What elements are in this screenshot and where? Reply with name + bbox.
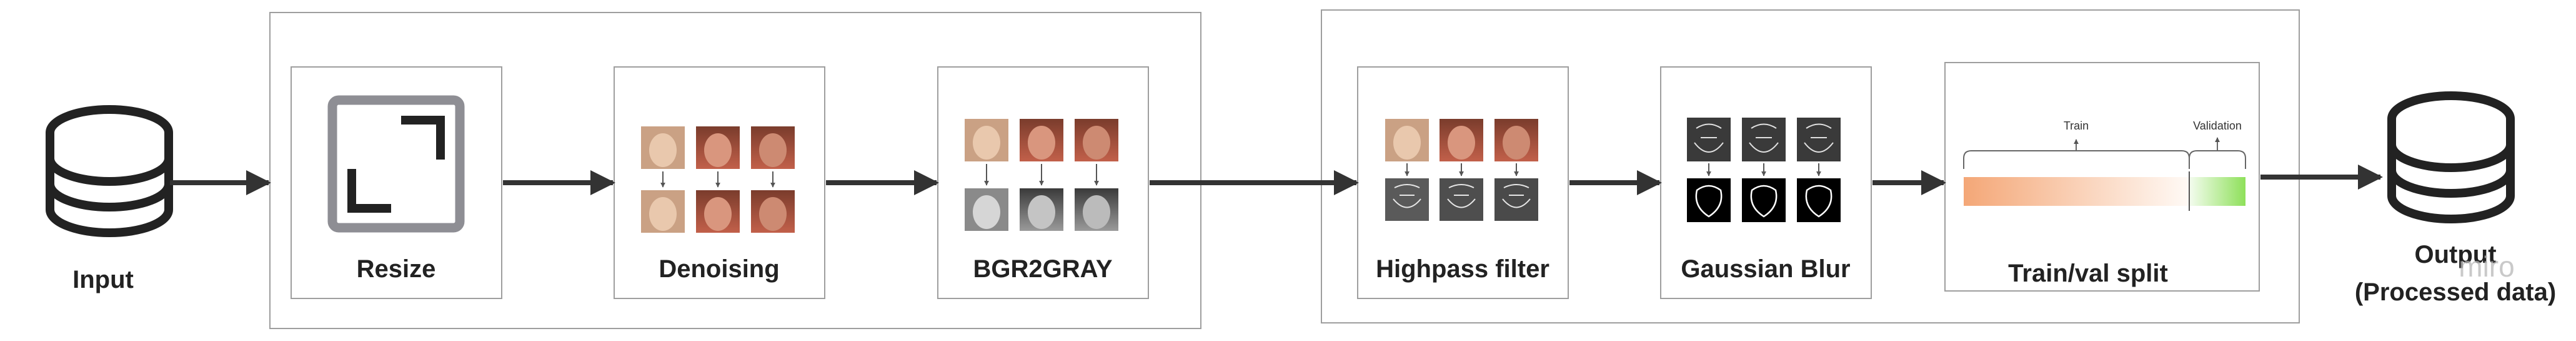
train-val-split-visual — [1963, 137, 2246, 211]
highpass-face-thumbnails — [1385, 119, 1538, 221]
step-box-split — [1944, 62, 2260, 292]
input-label: Input — [72, 266, 134, 293]
step-label-highpass: Highpass filter — [1376, 255, 1549, 283]
train-bar — [1964, 177, 2189, 206]
step-label-bgr2gray: BGR2GRAY — [973, 255, 1112, 283]
gaussian-face-thumbnails — [1687, 118, 1841, 222]
miro-watermark: miro — [2459, 250, 2514, 283]
step-label-split: Train/val split — [2008, 260, 2168, 287]
output-database-icon — [2387, 91, 2515, 223]
feature-group-frame — [1321, 9, 2300, 323]
output-label-line1: Output — [2414, 241, 2496, 268]
step-box-resize — [291, 66, 502, 299]
input-database-icon — [46, 105, 173, 237]
flow-arrows — [170, 165, 2383, 195]
bgr2gray-face-thumbnails — [965, 119, 1118, 231]
validation-bar — [2189, 177, 2245, 206]
step-label-gaussian: Gaussian Blur — [1681, 255, 1850, 283]
resize-icon — [327, 95, 465, 233]
step-label-denoising: Denoising — [659, 255, 779, 283]
denoising-face-thumbnails — [641, 126, 795, 233]
validation-label: Validation — [2193, 120, 2242, 132]
output-label-line2: (Processed data) — [2355, 278, 2556, 306]
step-label-resize: Resize — [357, 255, 436, 283]
train-label: Train — [2064, 120, 2089, 132]
